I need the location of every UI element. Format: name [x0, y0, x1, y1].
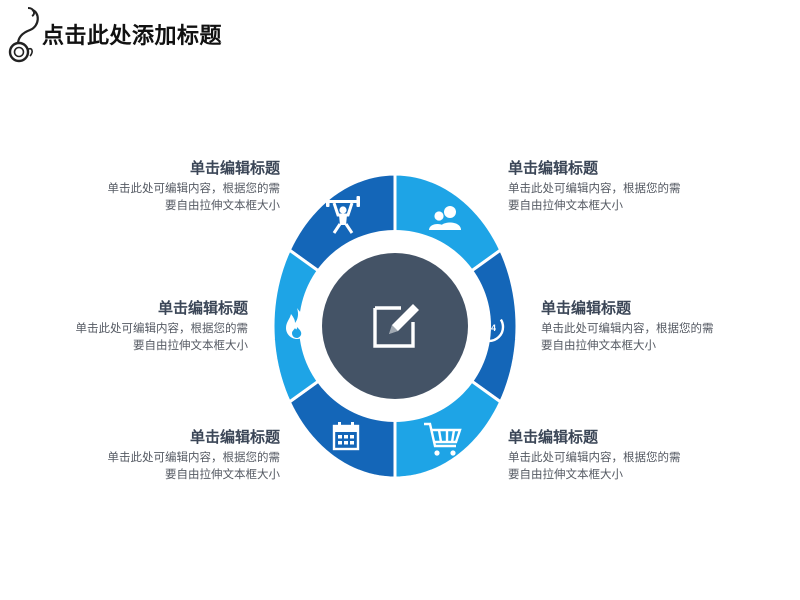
item-description[interactable]: 单击此处可编辑内容，根据您的需 要自由拉伸文本框大小 [75, 321, 249, 352]
item-description[interactable]: 单击此处可编辑内容，根据您的需 要自由拉伸文本框大小 [107, 181, 281, 212]
item-bottom-right: 单击编辑标题 单击此处可编辑内容，根据您的需 要自由拉伸文本框大小 [508, 427, 738, 483]
item-top-right: 单击编辑标题 单击此处可编辑内容，根据您的需 要自由拉伸文本框大小 [508, 158, 738, 214]
item-title[interactable]: 单击编辑标题 [541, 299, 632, 317]
24h-label: 24 [486, 323, 496, 333]
item-description[interactable]: 单击此处可编辑内容，根据您的需 要自由拉伸文本框大小 [508, 181, 681, 212]
item-mid-left: 单击编辑标题 单击此处可编辑内容，根据您的需 要自由拉伸文本框大小 [18, 298, 249, 354]
weightlifter-icon [326, 196, 360, 234]
item-title[interactable]: 单击编辑标题 [508, 159, 599, 177]
item-title[interactable]: 单击编辑标题 [189, 428, 280, 446]
item-title[interactable]: 单击编辑标题 [508, 428, 599, 446]
calendar-icon [332, 422, 360, 451]
item-bottom-left: 单击编辑标题 单击此处可编辑内容，根据您的需 要自由拉伸文本框大小 [50, 427, 281, 483]
item-description[interactable]: 单击此处可编辑内容，根据您的需 要自由拉伸文本框大小 [107, 450, 281, 481]
item-top-left: 单击编辑标题 单击此处可编辑内容，根据您的需 要自由拉伸文本框大小 [50, 158, 281, 214]
shopping-cart-icon [424, 422, 462, 456]
item-description[interactable]: 单击此处可编辑内容，根据您的需 要自由拉伸文本框大小 [541, 321, 714, 352]
slide-title[interactable]: 点击此处添加标题 [42, 24, 223, 49]
users-icon [429, 206, 461, 230]
flame-icon [286, 308, 309, 339]
item-description[interactable]: 单击此处可编辑内容，根据您的需 要自由拉伸文本框大小 [508, 450, 681, 481]
item-title[interactable]: 单击编辑标题 [189, 159, 280, 177]
edit-icon [373, 304, 419, 348]
stethoscope-icon [8, 7, 39, 63]
24h-phone-icon: 24 [473, 311, 505, 343]
item-mid-right: 单击编辑标题 单击此处可编辑内容，根据您的需 要自由拉伸文本框大小 [541, 298, 771, 354]
item-title[interactable]: 单击编辑标题 [157, 299, 248, 317]
